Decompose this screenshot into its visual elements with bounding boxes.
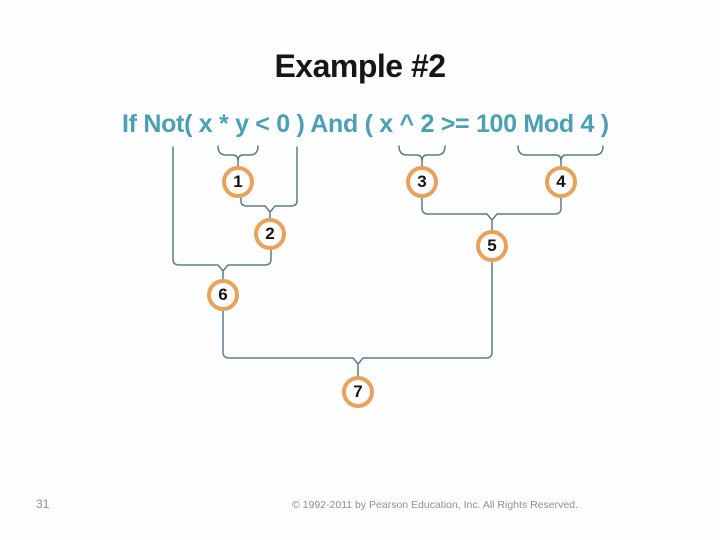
evaluation-step-badge-3: 3 xyxy=(406,166,438,198)
evaluation-step-badge-7: 7 xyxy=(342,376,374,408)
bracket-less-than xyxy=(240,146,298,219)
evaluation-step-badge-2: 2 xyxy=(254,218,286,250)
brace-x-times-y xyxy=(217,145,259,167)
brace-100-mod-4 xyxy=(517,145,604,167)
evaluation-step-badge-4: 4 xyxy=(545,166,577,198)
bracket-not xyxy=(172,146,272,280)
bracket-greater-equal xyxy=(421,197,562,231)
slide-title: Example #2 xyxy=(274,48,446,84)
evaluation-step-badge-6: 6 xyxy=(207,279,239,311)
page-number: 31 xyxy=(36,497,50,511)
copyright-text: © 1992-2011 by Pearson Education, Inc. A… xyxy=(292,499,578,511)
evaluation-step-badge-1: 1 xyxy=(222,166,254,198)
evaluation-step-badge-5: 5 xyxy=(476,230,508,262)
expression-text: If Not( x * y < 0 ) And ( x ^ 2 >= 100 M… xyxy=(122,110,609,138)
brace-x-pow-2 xyxy=(398,145,446,167)
bracket-and xyxy=(222,261,493,378)
